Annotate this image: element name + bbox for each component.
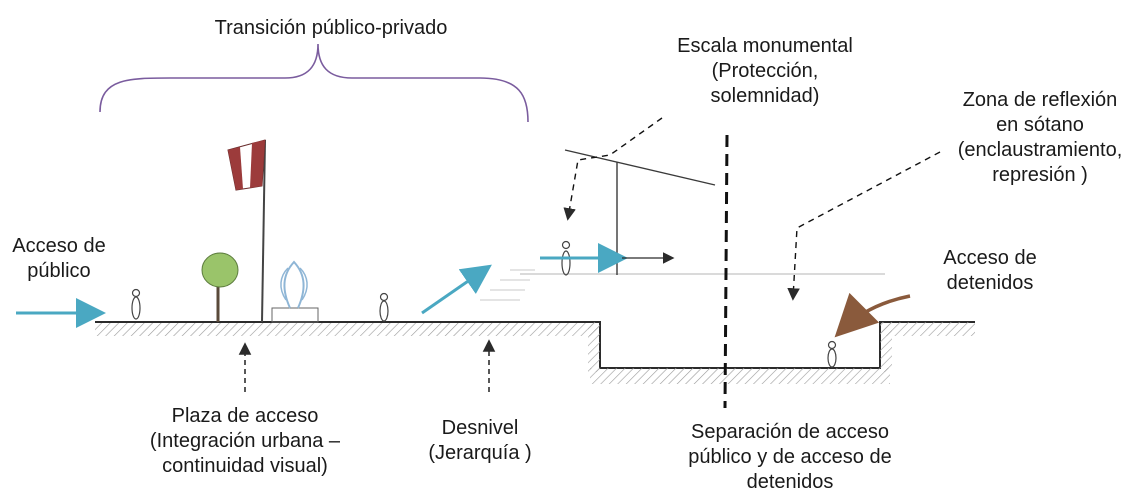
- person-icon: [561, 240, 571, 276]
- monumental-label: Escala monumental (Protección, solemnida…: [650, 34, 880, 109]
- plaza-line-2: (Integración urbana –: [149, 430, 341, 452]
- transition-text: Transición público-privado: [214, 17, 448, 39]
- canopy-line: [564, 149, 716, 186]
- reflection-line-1: Zona de reflexión: [962, 89, 1118, 111]
- reflection-line-4: represión ): [992, 164, 1088, 186]
- flagpole: [261, 139, 266, 323]
- flag-icon: [227, 139, 266, 191]
- reflection-line-3: (enclaustramiento,: [957, 139, 1123, 161]
- ground-hatch: [95, 322, 600, 336]
- tree-icon: [201, 252, 239, 322]
- separation-line: [723, 134, 729, 409]
- person-icon: [379, 292, 389, 322]
- public-access-line-2: público: [27, 260, 91, 282]
- person-icon: [131, 288, 141, 320]
- separation-line-3: detenidos: [746, 471, 834, 493]
- separation-line-1: Separación de acceso: [691, 421, 889, 443]
- reflection-leader: [787, 151, 941, 301]
- plaza-label: Plaza de acceso (Integración urbana – co…: [120, 404, 370, 479]
- person-icon: [827, 340, 837, 368]
- level-change-line-1: Desnivel: [441, 417, 519, 439]
- stairs: [480, 269, 535, 301]
- separation-line-2: público y de acceso de: [688, 446, 892, 468]
- detainee-access-arrow: [834, 292, 911, 338]
- separation-label: Separación de acceso público y de acceso…: [660, 420, 920, 495]
- basement-floor-hatch: [590, 368, 890, 384]
- detainee-access-line-2: detenidos: [946, 272, 1034, 294]
- public-access-label: Acceso de público: [4, 234, 114, 284]
- detainee-access-label: Acceso de detenidos: [930, 246, 1050, 296]
- level-change-arrow: [421, 264, 492, 315]
- level-change-label: Desnivel (Jerarquía ): [410, 416, 550, 466]
- monumental-line-2: (Protección,: [711, 60, 819, 82]
- transition-bracket: [99, 43, 529, 123]
- monumental-line-3: solemnidad): [710, 85, 820, 107]
- plaza-line-1: Plaza de acceso: [171, 405, 319, 427]
- monumental-line-1: Escala monumental: [677, 35, 853, 57]
- public-access-line-1: Acceso de: [12, 235, 106, 257]
- reflection-line-2: en sótano: [996, 114, 1084, 136]
- transition-label: Transición público-privado: [186, 16, 476, 41]
- basement-wall-left-hatch: [588, 322, 600, 372]
- plaza-line-3: continuidad visual): [162, 455, 328, 477]
- ground-hatch-right: [880, 322, 975, 336]
- detainee-access-line-1: Acceso de: [943, 247, 1037, 269]
- monumental-leader: [563, 117, 663, 221]
- level-change-line-2: (Jerarquía ): [428, 442, 532, 464]
- fountain-icon: [271, 260, 319, 323]
- reflection-label: Zona de reflexión en sótano (enclaustram…: [940, 88, 1140, 188]
